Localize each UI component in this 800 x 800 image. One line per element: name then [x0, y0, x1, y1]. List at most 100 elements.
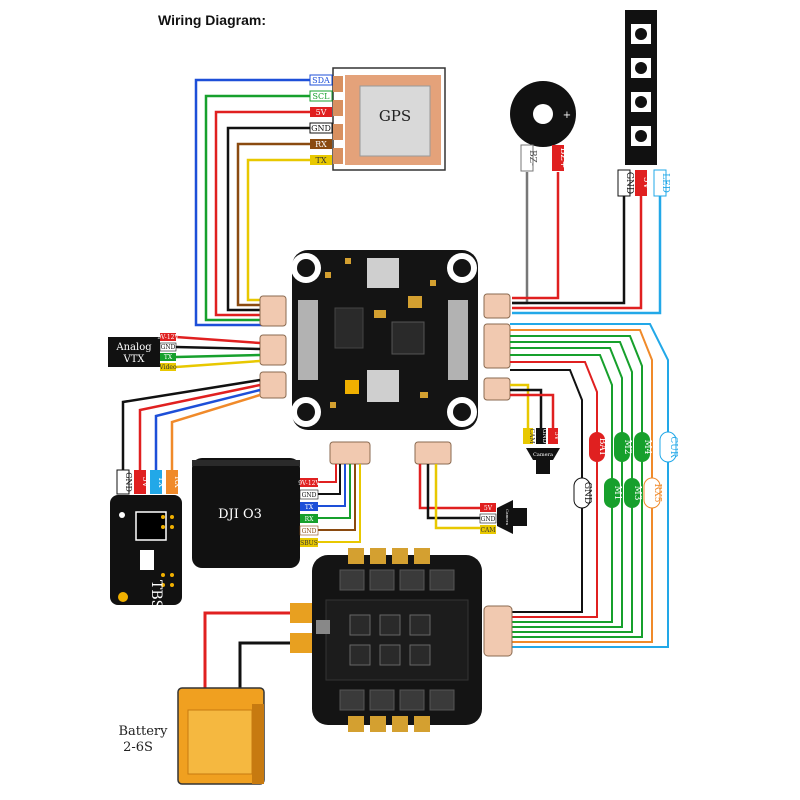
- led-wire-gnd: [512, 196, 626, 305]
- rx-pin-gnd: GND: [124, 472, 133, 492]
- fc-connector-cam2: [414, 441, 452, 465]
- gps-pin-5v: 5V: [316, 108, 327, 117]
- gps-wire-scl: [204, 94, 310, 322]
- esc-label-m1: M1: [612, 486, 622, 501]
- vtx-pin-power: 9V-12V: [157, 334, 179, 341]
- battery-wire-positive: [203, 611, 292, 692]
- led-pin-labels: GND 5V LED: [617, 169, 670, 197]
- led-strip: [625, 10, 657, 165]
- dji-pin-gnd: GND: [302, 492, 317, 499]
- camera-top-pin-labels: CAM GND 5V: [523, 428, 560, 444]
- cam-mid-wire-cam: [434, 464, 480, 530]
- tbs-receiver: TBS: [110, 495, 182, 609]
- esc-wire-m1: [510, 354, 613, 623]
- battery: Battery 2-6S: [118, 687, 265, 785]
- gps-pin-sda: SDA: [312, 76, 330, 85]
- fc-connector-rx: [259, 371, 287, 399]
- esc-label-gnd: GND: [582, 482, 592, 504]
- cam-top-pin-5v: 5V: [553, 432, 560, 441]
- gps-wire-gnd: [226, 126, 310, 312]
- gps-pin-rx: RX: [315, 140, 327, 149]
- flight-controller: [291, 250, 478, 430]
- buzzer-pin-minus: BZ-: [527, 150, 537, 166]
- esc-label-m3: M3: [632, 486, 642, 501]
- buzzer: +: [510, 81, 576, 147]
- camera-top-label: Camera: [533, 452, 553, 458]
- esc-label-cur: CUR: [668, 436, 678, 457]
- gps-module: GPS: [332, 67, 446, 171]
- gps-pin-scl: SCL: [313, 92, 331, 101]
- led-wires: [512, 196, 662, 315]
- gps-wire-5v: [214, 110, 310, 317]
- esc-wire-m2: [510, 347, 623, 628]
- rx-pin-tx: TX: [157, 476, 166, 487]
- rx-pin-labels: GND 5V TX RX: [116, 469, 182, 495]
- vtx-wire-power: [175, 335, 261, 345]
- rx-wires: [121, 378, 261, 470]
- battery-wire-negative: [238, 641, 292, 690]
- dji-wire-gnd: [318, 464, 341, 495]
- fc-connector-vtx: [259, 334, 287, 366]
- dji-o3: DJI O3: [192, 458, 300, 568]
- vtx-wire-tx: [175, 353, 261, 359]
- cam-top-pin-cam: CAM: [528, 428, 535, 443]
- cam-mid-pin-gnd: GND: [481, 516, 496, 523]
- gps-pin-gnd: GND: [311, 124, 331, 133]
- analog-vtx: Analog VTX: [108, 337, 160, 367]
- cam-mid-wire-gnd: [426, 464, 480, 520]
- dji-pin-tx: TX: [305, 504, 314, 511]
- led-wire-5v: [512, 196, 643, 310]
- analog-vtx-wires: [175, 335, 261, 369]
- gps-wire-sda: [194, 78, 310, 327]
- esc-label-bat: BAT: [597, 438, 607, 457]
- vtx-pin-gnd: GND: [161, 344, 176, 351]
- led-pin-5v: 5V: [641, 177, 651, 190]
- esc-wire-m3: [510, 341, 633, 633]
- gps-wire-tx: [246, 158, 310, 302]
- rx-wire-5v: [138, 383, 261, 470]
- led-wire-led: [512, 196, 662, 315]
- buzzer-wires: [512, 172, 560, 305]
- rx-wire-rx: [170, 393, 261, 470]
- esc-wire-gnd: [510, 369, 583, 613]
- cam-mid-pin-5v: 5V: [484, 505, 493, 512]
- battery-label-line1: Battery: [118, 724, 168, 739]
- dji-pin-rx: RX: [305, 516, 315, 523]
- camera-top: Camera: [526, 448, 560, 474]
- analog-vtx-pin-labels: 9V-12V GND TX Video: [157, 333, 179, 371]
- cam-top-pin-gnd: GND: [541, 429, 548, 444]
- rx-pin-rx: RX: [173, 476, 182, 488]
- cam-top-wire-gnd: [510, 388, 543, 428]
- cam-mid-pin-cam: CAM: [480, 527, 495, 534]
- camera-mid: Camera: [497, 500, 527, 534]
- buzzer-plus: +: [563, 110, 571, 121]
- esc-wire-m4: [510, 335, 643, 638]
- fc-connector-dji: [329, 441, 371, 465]
- led-pin-gnd: GND: [624, 172, 634, 194]
- gps-wire-rx: [236, 142, 310, 307]
- analog-vtx-label-line2: VTX: [122, 354, 145, 365]
- esc-label-rx5: RX5: [652, 484, 662, 503]
- esc-wire-cur: [510, 323, 669, 648]
- esc-label-m4: M4: [642, 440, 652, 455]
- rx-wire-tx: [154, 388, 261, 470]
- rx-wire-gnd: [121, 378, 261, 470]
- buzzer-pin-labels: BZ- BZ+: [520, 144, 568, 172]
- gps-label: GPS: [379, 107, 411, 125]
- page-title: Wiring Diagram:: [158, 12, 266, 28]
- esc-label-m2: M2: [622, 440, 632, 455]
- dji-wire-rx: [318, 464, 351, 519]
- dji-wire-power: [318, 464, 337, 483]
- rx-pin-5v: 5V: [141, 477, 150, 488]
- esc-wire-rx5: [510, 329, 653, 643]
- esc-wire-bat: [510, 361, 598, 618]
- dji-wires: [318, 464, 361, 543]
- dji-pin-labels: 9V-12V GND TX RX GND SBUS: [298, 478, 320, 547]
- dji-pin-sbus: SBUS: [300, 540, 318, 547]
- dji-pin-power: 9V-12V: [298, 480, 320, 487]
- camera-mid-label: Camera: [505, 509, 510, 526]
- fc-connector-esc: [483, 323, 511, 369]
- vtx-wire-video: [175, 359, 261, 369]
